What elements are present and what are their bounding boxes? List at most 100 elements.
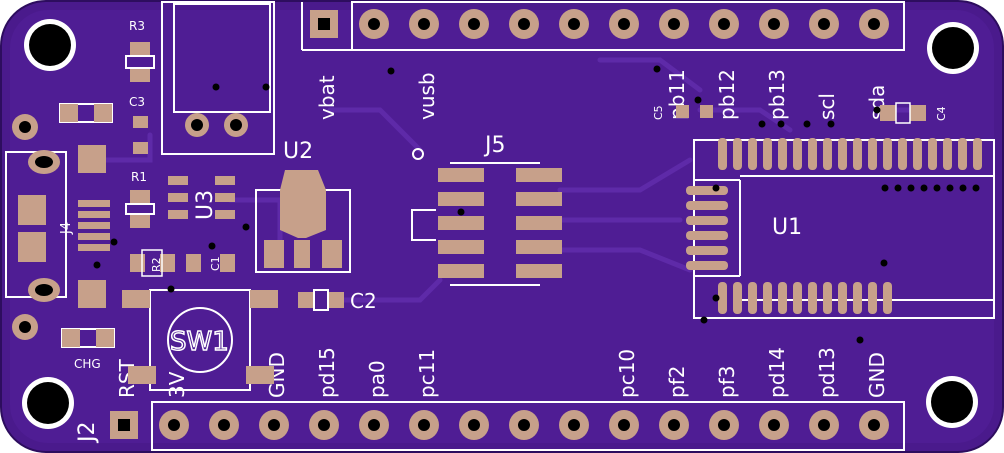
u1-pad: [763, 138, 772, 170]
u1-pad: [686, 216, 728, 225]
bottom-header-label: pd14: [765, 347, 789, 398]
bottom-header-pin: [559, 410, 589, 440]
usb-connector-j4: J4: [5, 145, 110, 308]
j5-pad: [516, 216, 562, 230]
via: [894, 184, 902, 192]
via: [208, 242, 216, 250]
top-header-pin: [609, 9, 639, 39]
c4-label: C4: [935, 106, 948, 121]
sw1-label: SW1: [170, 327, 229, 357]
u1-pad: [973, 138, 982, 170]
top-header-pin: [809, 9, 839, 39]
via: [880, 259, 888, 267]
r3-label: R3: [129, 19, 145, 33]
top-header-pin: [659, 9, 689, 39]
bottom-header-pin: [759, 410, 789, 440]
via: [712, 294, 720, 302]
via: [653, 65, 661, 73]
u1-pad: [686, 186, 728, 195]
capacitor-c4: C4: [880, 102, 948, 124]
u1-pad: [943, 138, 952, 170]
top-header-pin: [559, 9, 589, 39]
via: [712, 184, 720, 192]
top-header-label: pb12: [715, 69, 739, 120]
via: [803, 120, 811, 128]
u1-pad: [793, 282, 802, 314]
capacitor-c3: C3: [129, 95, 148, 154]
connector-j5: J5: [411, 133, 562, 286]
u1-pad: [823, 282, 832, 314]
top-header-pin: [859, 9, 889, 39]
via: [387, 67, 395, 75]
via: [262, 83, 270, 91]
bottom-header-label: pc11: [415, 349, 439, 398]
u1-label: U1: [772, 215, 802, 240]
j5-pad: [438, 240, 484, 254]
left-test-pads: [12, 114, 38, 340]
j5-pad: [516, 264, 562, 278]
r2-label: R2: [150, 257, 163, 272]
top-header-label: vbat: [315, 75, 339, 120]
u1-pad: [838, 138, 847, 170]
u1-pad: [748, 138, 757, 170]
j5-pad: [438, 216, 484, 230]
top-header-label: scl: [815, 93, 839, 120]
j2-label: J2: [75, 422, 100, 445]
bottom-header-pin: [609, 410, 639, 440]
top-header-pin: [709, 9, 739, 39]
u1-pad: [883, 138, 892, 170]
via: [972, 184, 980, 192]
top-header-label: vusb: [415, 72, 439, 120]
capacitor-c2: C2: [298, 289, 377, 313]
via: [758, 120, 766, 128]
regulator-u2: U2: [255, 139, 351, 273]
bottom-header-label: pd13: [815, 347, 839, 398]
u1-pad: [686, 261, 728, 270]
top-header-label: pb13: [765, 69, 789, 120]
via: [110, 238, 118, 246]
j5-pad: [438, 168, 484, 182]
u1-pad: [808, 138, 817, 170]
j5-pad: [516, 240, 562, 254]
bottom-header-pin: [409, 410, 439, 440]
via: [920, 184, 928, 192]
via: [907, 184, 915, 192]
led-top: [59, 103, 113, 123]
bottom-header-pin: [809, 410, 839, 440]
u1-pad: [883, 282, 892, 314]
u1-pad: [686, 231, 728, 240]
resistor-r1: R1: [125, 170, 155, 228]
top-header-pin: [359, 9, 389, 39]
bottom-header-pin: [859, 410, 889, 440]
j4-label: J4: [59, 222, 74, 235]
bottom-header-pin: [459, 410, 489, 440]
u1-pad: [838, 282, 847, 314]
u1-pad: [686, 246, 728, 255]
bottom-header-label: pd15: [315, 347, 339, 398]
j5-pad: [516, 192, 562, 206]
c2-label: C2: [350, 289, 377, 313]
bottom-header-label: GND: [865, 352, 889, 398]
via: [777, 120, 785, 128]
bottom-header-label: pf2: [665, 366, 689, 398]
r1-label: R1: [131, 170, 147, 184]
bottom-header-label: pf3: [715, 366, 739, 398]
bottom-header-pin: [659, 410, 689, 440]
c5-label: C5: [652, 105, 665, 120]
u1-pad: [913, 138, 922, 170]
top-header-pin: [409, 9, 439, 39]
bottom-header-pin: [209, 410, 239, 440]
resistor-r2: R2: [130, 249, 175, 277]
c3-label: C3: [129, 95, 145, 109]
top-header-pin: [459, 9, 489, 39]
u1-pad: [868, 138, 877, 170]
via: [946, 184, 954, 192]
j5-pad: [438, 192, 484, 206]
u1-pad: [686, 201, 728, 210]
via: [700, 316, 708, 324]
bottom-header-pin: [309, 410, 339, 440]
u1-pad: [748, 282, 757, 314]
bottom-header-pin: [159, 410, 189, 440]
